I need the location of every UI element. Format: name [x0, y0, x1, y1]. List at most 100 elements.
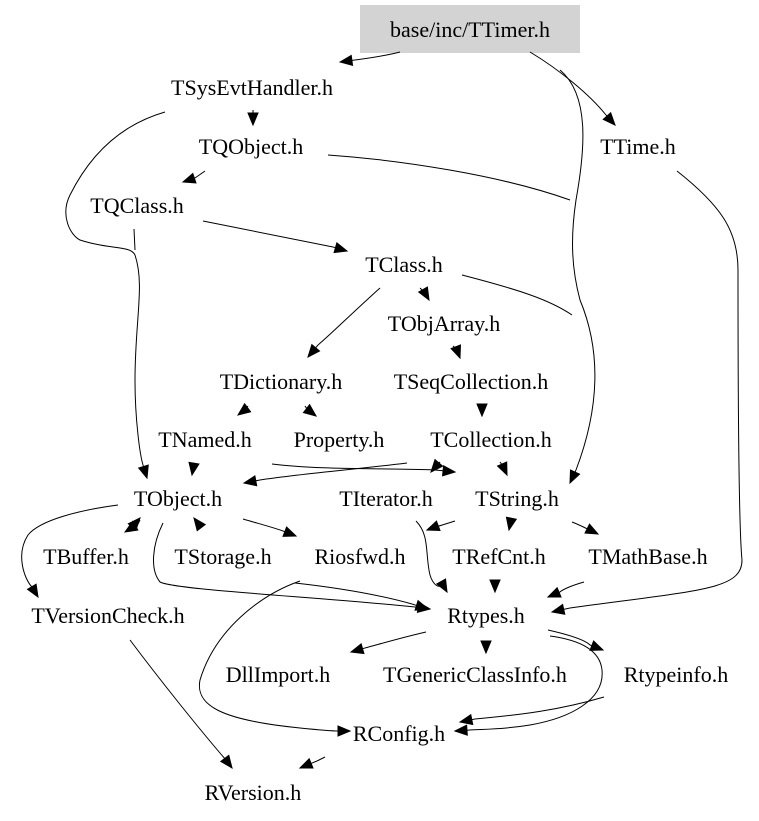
- arrowhead-icon: [188, 461, 200, 477]
- edge-line: [316, 756, 326, 762]
- arrowhead-icon: [414, 599, 430, 611]
- edge-TString-to-Riosfwd: [425, 520, 456, 531]
- node-TGenericClassInfo[interactable]: TGenericClassInfo.h: [383, 662, 567, 687]
- node-TIterator[interactable]: TIterator.h: [339, 486, 432, 511]
- arrowhead-icon: [417, 286, 430, 302]
- edge-TString-to-TMathBase: [571, 521, 600, 535]
- arrowhead-icon: [602, 111, 616, 126]
- edge-TObjArray-to-TSeqCollection: [450, 344, 461, 360]
- node-TClass[interactable]: TClass.h: [365, 252, 443, 277]
- node-Rtypeinfo[interactable]: Rtypeinfo.h: [624, 662, 729, 687]
- edge-TClass-to-TDictionary: [307, 287, 381, 358]
- node-Property[interactable]: Property.h: [294, 427, 385, 452]
- node-TVersionCheck[interactable]: TVersionCheck.h: [31, 603, 184, 628]
- arrowhead-icon: [338, 54, 354, 67]
- edge-TTimer-to-TString: [559, 69, 596, 485]
- node-TObjArray[interactable]: TObjArray.h: [388, 311, 500, 336]
- edge-TString-to-TRefCnt: [505, 516, 518, 532]
- edge-TCollection-to-TObject: [242, 462, 408, 487]
- edge-TCollection-to-TIterator: [430, 458, 444, 473]
- edge-TQObject-to-TQClass: [181, 170, 206, 184]
- edge-Rtypes-to-RConfig: [453, 635, 603, 736]
- node-TTime[interactable]: TTime.h: [600, 134, 676, 159]
- arrowhead-icon: [242, 475, 258, 487]
- edge-TSeqCollection-to-TCollection: [476, 403, 488, 418]
- edge-line: [474, 696, 605, 720]
- node-TCollection[interactable]: TCollection.h: [430, 427, 552, 452]
- node-TQClass[interactable]: TQClass.h: [90, 193, 184, 218]
- edge-TRefCnt-to-Rtypes: [489, 579, 501, 594]
- arrowhead-icon: [181, 172, 197, 184]
- node-TSeqCollection[interactable]: TSeqCollection.h: [394, 369, 549, 394]
- edge-TClass-to-TString: [461, 274, 573, 316]
- arrowhead-icon: [450, 344, 461, 360]
- arrowhead-icon: [219, 754, 233, 770]
- node-TTimer[interactable]: base/inc/TTimer.h: [390, 17, 550, 42]
- node-RVersion[interactable]: RVersion.h: [205, 780, 302, 805]
- arrowhead-icon: [307, 343, 321, 358]
- arrowhead-icon: [298, 757, 314, 769]
- root-node-box: [360, 5, 580, 53]
- arrowhead-icon: [589, 640, 605, 651]
- arrowhead-icon: [425, 520, 441, 531]
- edge-line: [354, 51, 401, 61]
- node-TRefCnt[interactable]: TRefCnt.h: [452, 544, 546, 569]
- edge-TDictionary-to-Property: [302, 403, 318, 417]
- arrowhead-icon: [476, 403, 488, 418]
- edge-TMathBase-to-Rtypes: [546, 581, 585, 598]
- edge-Rtypeinfo-to-RConfig: [458, 696, 605, 726]
- node-TBuffer[interactable]: TBuffer.h: [43, 544, 129, 569]
- edge-line: [559, 69, 596, 471]
- arrowhead-icon: [236, 402, 252, 416]
- arrowhead-icon: [282, 526, 298, 537]
- node-TMathBase[interactable]: TMathBase.h: [588, 544, 707, 569]
- edge-TClass-to-TObjArray: [417, 286, 430, 302]
- node-TNamed[interactable]: TNamed.h: [158, 427, 251, 452]
- arrowhead-icon: [489, 579, 501, 594]
- edge-TTime-to-Rtypes: [550, 170, 743, 615]
- arrowhead-icon: [458, 713, 474, 726]
- edge-line-tail: [310, 760, 318, 764]
- arrowhead-icon: [584, 523, 600, 535]
- arrowhead-icon: [247, 112, 259, 127]
- arrowhead-icon: [26, 583, 39, 599]
- node-RConfig[interactable]: RConfig.h: [353, 721, 445, 746]
- edge-line: [129, 639, 227, 761]
- edge-line: [153, 522, 416, 608]
- edge-line: [364, 631, 427, 649]
- edge-line: [194, 170, 206, 179]
- arrowhead-icon: [127, 517, 141, 532]
- edge-line: [198, 580, 339, 732]
- edge-line: [259, 462, 408, 481]
- edge-line: [327, 154, 571, 201]
- edge-TNamed-to-TObject: [188, 461, 200, 477]
- edge-TVersionCheck-to-RVersion: [129, 639, 233, 770]
- edge-line: [317, 287, 381, 346]
- node-TDictionary[interactable]: TDictionary.h: [220, 369, 343, 394]
- edge-RConfig-to-RVersion: [298, 756, 326, 769]
- arrowhead-icon: [333, 242, 349, 254]
- node-Riosfwd[interactable]: Riosfwd.h: [314, 544, 405, 569]
- node-TString[interactable]: TString.h: [475, 486, 559, 511]
- edge-TQClass-to-TObject: [133, 228, 136, 251]
- edge-TDictionary-to-TNamed: [236, 402, 252, 416]
- arrowhead-icon: [550, 603, 566, 615]
- edge-line: [461, 274, 573, 316]
- edge-line-tail: [471, 718, 476, 721]
- edge-line-tail: [315, 344, 319, 349]
- node-TStorage[interactable]: TStorage.h: [174, 544, 271, 569]
- node-TQObject[interactable]: TQObject.h: [199, 134, 303, 159]
- edge-line-tail: [411, 603, 417, 606]
- edge-TObject-to-TStorage: [193, 516, 207, 532]
- node-Rtypes[interactable]: Rtypes.h: [447, 603, 525, 628]
- node-DllImport[interactable]: DllImport.h: [226, 662, 331, 687]
- edge-Rtypes-to-Rtypeinfo: [547, 629, 605, 651]
- edge-TQObject-to-TString: [327, 154, 571, 201]
- arrowhead-icon: [435, 578, 448, 594]
- node-TSysEvtHandler[interactable]: TSysEvtHandler.h: [171, 75, 333, 100]
- edge-TSysEvtHandler-to-TQObject: [247, 110, 259, 127]
- node-TObject[interactable]: TObject.h: [134, 486, 222, 511]
- edge-TNamed-to-TString: [271, 463, 457, 477]
- arrowhead-icon: [337, 725, 352, 737]
- arrowhead-icon: [193, 516, 207, 532]
